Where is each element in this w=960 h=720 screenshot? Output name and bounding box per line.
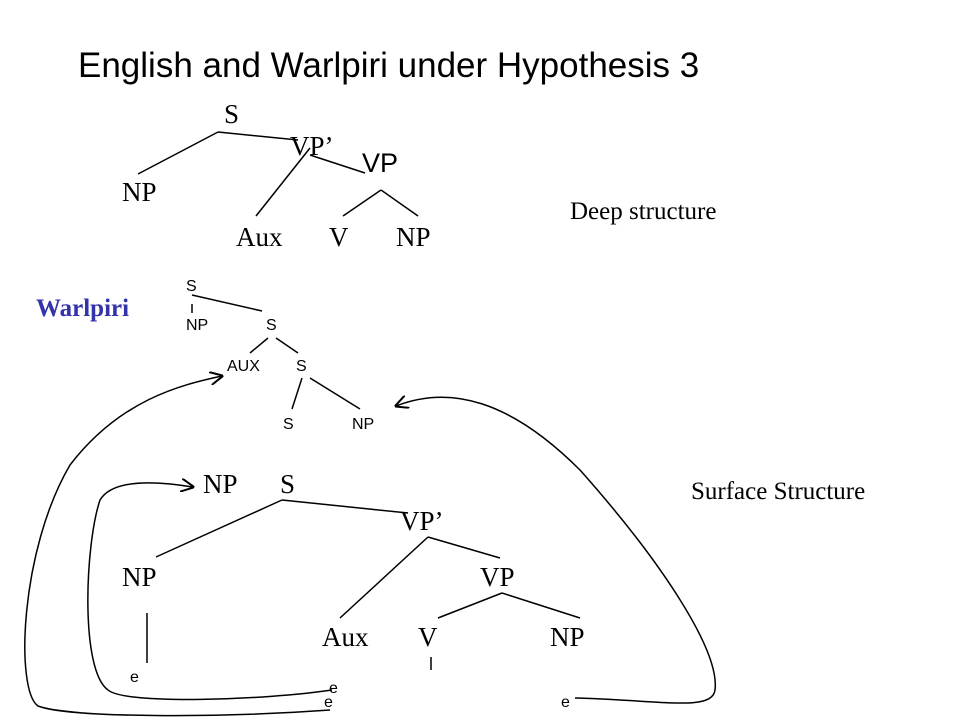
deep-edge-vp-v (342, 189, 382, 217)
deep-structure-tree: S VP’ VP NP Aux V NP (122, 99, 431, 252)
surface-edge-vp-v (437, 592, 503, 619)
surface-edge-vpbar-aux (339, 536, 429, 619)
top-node-s1: S (186, 278, 197, 295)
trace-aux-1: e (329, 680, 338, 697)
top-node-s4: S (283, 416, 294, 433)
surface-node-s: S (280, 469, 295, 499)
deep-node-np-object: NP (396, 222, 431, 252)
surface-node-np-object: NP (550, 622, 585, 652)
top-edge-s2-aux (249, 337, 269, 354)
warlpiri-top-tree: S NP S AUX S S NP (186, 278, 374, 433)
deep-edge-s-np (137, 131, 219, 175)
deep-structure-caption: Deep structure (570, 198, 716, 225)
deep-edge-s-vpbar (217, 131, 299, 141)
surface-edge-s-np (155, 499, 283, 558)
top-edge-s1-s2 (191, 294, 263, 312)
surface-edge-s-vpbar (281, 499, 409, 514)
surface-node-vp-bar: VP’ (400, 506, 444, 536)
surface-structure-caption: Surface Structure (691, 478, 865, 505)
deep-node-np-subject: NP (122, 177, 157, 207)
surface-node-vp: VP (480, 562, 515, 592)
surface-node-aux: Aux (322, 622, 369, 652)
top-node-s3: S (296, 358, 307, 375)
movement-arrow-subject (87, 483, 333, 701)
surface-node-v: V (418, 622, 438, 652)
deep-node-s: S (224, 99, 239, 129)
surface-node-np-subject: NP (122, 562, 157, 592)
surface-edge-vp-np (501, 592, 581, 619)
surface-edge-vpbar-vp (427, 536, 501, 559)
surface-node-np-top: NP (203, 469, 238, 499)
page-title: English and Warlpiri under Hypothesis 3 (78, 46, 699, 85)
surface-structure-tree: NP S VP’ NP VP Aux V NP e e e e (122, 469, 585, 711)
movement-arrow-object (396, 397, 716, 704)
top-edge-s3-np (309, 377, 361, 410)
deep-edge-vpbar-vp (309, 154, 366, 174)
deep-node-vp: VP (362, 148, 398, 178)
trace-aux-2: e (324, 694, 333, 711)
top-node-s2: S (266, 317, 277, 334)
trace-subject: e (130, 669, 139, 686)
top-node-aux: AUX (227, 358, 260, 375)
top-node-np-right: NP (352, 416, 374, 433)
top-edge-s3-s4 (291, 377, 303, 410)
top-edge-s2-s3 (275, 337, 299, 354)
deep-node-vp-bar: VP’ (290, 131, 334, 161)
warlpiri-label: Warlpiri (36, 295, 129, 322)
deep-edge-vp-np (380, 189, 419, 217)
deep-edge-vpbar-aux (255, 147, 311, 217)
deep-node-v: V (329, 222, 349, 252)
deep-node-aux: Aux (236, 222, 283, 252)
trace-object: e (561, 694, 570, 711)
movement-arrow-aux (24, 376, 331, 717)
top-node-np: NP (186, 317, 208, 334)
